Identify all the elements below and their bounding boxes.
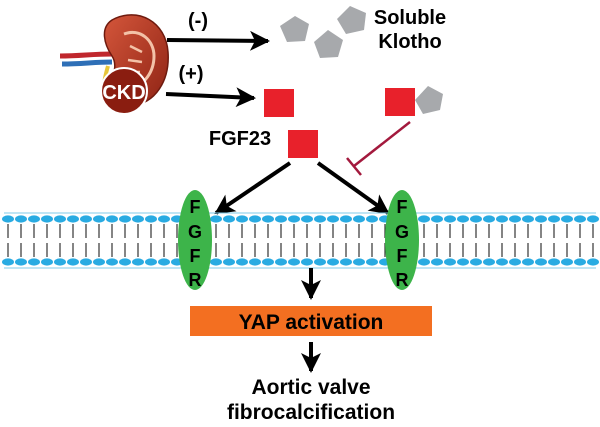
klotho-pentagons bbox=[280, 6, 366, 58]
outcome-line1: Aortic valve bbox=[251, 376, 370, 399]
pentagon-icon bbox=[280, 16, 309, 42]
yap-label: YAP activation bbox=[239, 311, 384, 334]
square-icon bbox=[288, 130, 318, 158]
fgfr-left-letter: G bbox=[188, 222, 202, 242]
fgf23-label: FGF23 bbox=[209, 128, 271, 150]
kidney-label: CKD bbox=[102, 82, 145, 104]
kidney-icon bbox=[59, 14, 169, 115]
square-icon bbox=[264, 89, 294, 117]
fgf23-klotho-complex bbox=[385, 86, 443, 116]
klotho-line1: Soluble bbox=[374, 7, 446, 29]
inhibition-line bbox=[346, 121, 411, 176]
fgfr-right-letter: F bbox=[397, 197, 408, 217]
pentagon-icon bbox=[415, 86, 443, 114]
fgfr-right-letter: F bbox=[397, 246, 408, 266]
fgfr-left bbox=[178, 190, 212, 290]
arrow-to-right-receptor bbox=[316, 161, 390, 215]
yap-box bbox=[190, 306, 432, 336]
fgfr-left-letter: F bbox=[190, 246, 201, 266]
fgfr-right-letter: R bbox=[396, 270, 409, 290]
fgfr-left-letter: F bbox=[190, 197, 201, 217]
arrow-to-klotho bbox=[166, 30, 270, 51]
plus-label: (+) bbox=[179, 63, 204, 85]
square-icon bbox=[385, 88, 415, 116]
pentagon-icon bbox=[337, 6, 366, 34]
fgfr-left-letter: R bbox=[189, 270, 202, 290]
arrow-to-fgf23 bbox=[165, 87, 256, 108]
arrow-to-left-receptor bbox=[214, 161, 292, 215]
pentagon-icon bbox=[314, 30, 343, 58]
fgfr-right bbox=[385, 190, 419, 290]
outcome-line2: fibrocalcification bbox=[227, 401, 395, 424]
cell-membrane bbox=[2, 212, 599, 269]
klotho-line2: Klotho bbox=[378, 31, 441, 53]
fgfr-right-letter: G bbox=[395, 222, 409, 242]
minus-label: (-) bbox=[188, 10, 208, 32]
